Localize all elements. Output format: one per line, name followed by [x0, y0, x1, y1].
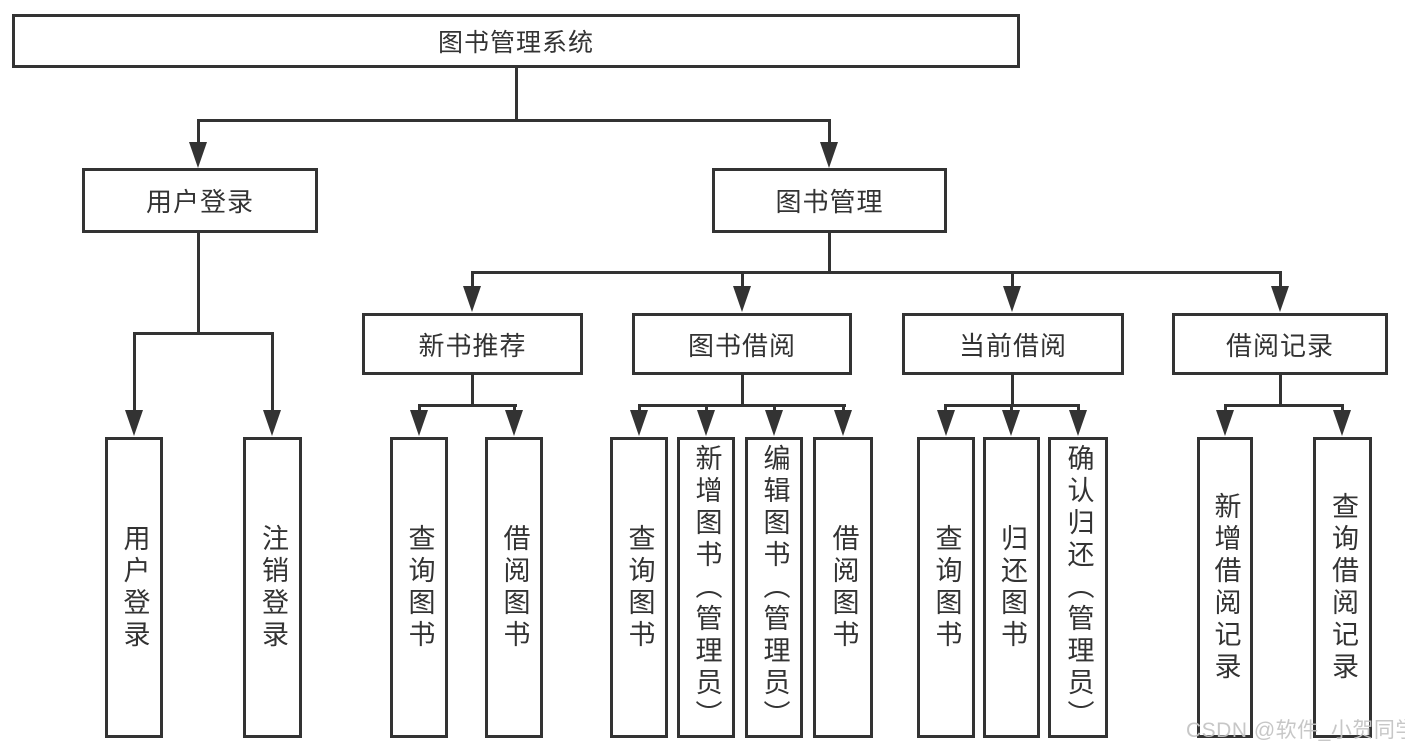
leaf-confirm-return-admin: 确认归还（管理员） — [1048, 437, 1108, 738]
connector-line — [133, 332, 136, 412]
leaf-label: 用户登录 — [119, 523, 150, 652]
connector-line — [1011, 374, 1014, 407]
connector-line — [471, 271, 474, 289]
connector-line — [1011, 271, 1014, 289]
leaf-edit-books-admin: 编辑图书（管理员） — [745, 437, 803, 738]
arrow-down-icon — [410, 410, 428, 436]
leaf-label: 查询图书 — [404, 523, 435, 652]
node-borrow-records: 借阅记录 — [1172, 313, 1388, 375]
leaf-label: 编辑图书（管理员） — [759, 443, 790, 732]
arrow-down-icon — [630, 410, 648, 436]
arrow-down-icon — [463, 286, 481, 312]
arrow-down-icon — [1333, 410, 1351, 436]
connector-line — [1279, 374, 1282, 407]
arrow-down-icon — [937, 410, 955, 436]
node-root: 图书管理系统 — [12, 14, 1020, 68]
arrow-down-icon — [765, 410, 783, 436]
connector-line — [418, 404, 517, 407]
leaf-label: 借阅图书 — [828, 523, 859, 652]
connector-line — [828, 119, 831, 147]
leaf-logout: 注销登录 — [243, 437, 302, 738]
leaf-label: 查询图书 — [931, 523, 962, 652]
connector-line — [271, 332, 274, 412]
connector-line — [1279, 271, 1282, 289]
connector-line — [1224, 404, 1344, 407]
leaf-return-books: 归还图书 — [983, 437, 1040, 738]
connector-line — [197, 119, 831, 122]
leaf-label: 借阅图书 — [499, 523, 530, 652]
node-user-login: 用户登录 — [82, 168, 318, 233]
leaf-label: 查询图书 — [624, 523, 655, 652]
arrow-down-icon — [1002, 410, 1020, 436]
node-book-management: 图书管理 — [712, 168, 947, 233]
connector-line — [471, 374, 474, 407]
arrow-down-icon — [820, 142, 838, 168]
leaf-label: 查询借阅记录 — [1328, 491, 1358, 684]
connector-line — [828, 231, 831, 274]
connector-line — [197, 119, 200, 147]
arrow-down-icon — [1271, 286, 1289, 312]
leaf-query-books-2: 查询图书 — [610, 437, 668, 738]
connector-line — [741, 374, 744, 407]
arrow-down-icon — [189, 142, 207, 168]
leaf-query-books-3: 查询图书 — [917, 437, 975, 738]
node-current-borrow: 当前借阅 — [902, 313, 1124, 375]
leaf-user-login: 用户登录 — [105, 437, 163, 738]
arrow-down-icon — [1069, 410, 1087, 436]
leaf-borrow-books-2: 借阅图书 — [813, 437, 873, 738]
arrow-down-icon — [125, 410, 143, 436]
leaf-label: 新增图书（管理员） — [691, 443, 722, 732]
leaf-label: 注销登录 — [258, 523, 288, 652]
leaf-query-books-1: 查询图书 — [390, 437, 448, 738]
node-new-book-recommend: 新书推荐 — [362, 313, 583, 375]
connector-line — [515, 67, 518, 122]
leaf-add-books-admin: 新增图书（管理员） — [677, 437, 735, 738]
connector-line — [197, 231, 200, 335]
connector-line — [471, 271, 1282, 274]
arrow-down-icon — [263, 410, 281, 436]
node-book-borrow: 图书借阅 — [632, 313, 852, 375]
arrow-down-icon — [697, 410, 715, 436]
arrow-down-icon — [834, 410, 852, 436]
leaf-label: 确认归还（管理员） — [1063, 443, 1094, 732]
watermark: CSDN @软件_小贺同学 — [1186, 719, 1405, 742]
arrow-down-icon — [1216, 410, 1234, 436]
leaf-query-borrow-record: 查询借阅记录 — [1313, 437, 1372, 738]
arrow-down-icon — [733, 286, 751, 312]
arrow-down-icon — [505, 410, 523, 436]
arrow-down-icon — [1003, 286, 1021, 312]
leaf-add-borrow-record: 新增借阅记录 — [1197, 437, 1253, 738]
leaf-borrow-books-1: 借阅图书 — [485, 437, 543, 738]
leaf-label: 新增借阅记录 — [1210, 491, 1241, 684]
leaf-label: 归还图书 — [997, 523, 1027, 652]
connector-line — [638, 404, 846, 407]
connector-line — [133, 332, 274, 335]
connector-line — [741, 271, 744, 289]
